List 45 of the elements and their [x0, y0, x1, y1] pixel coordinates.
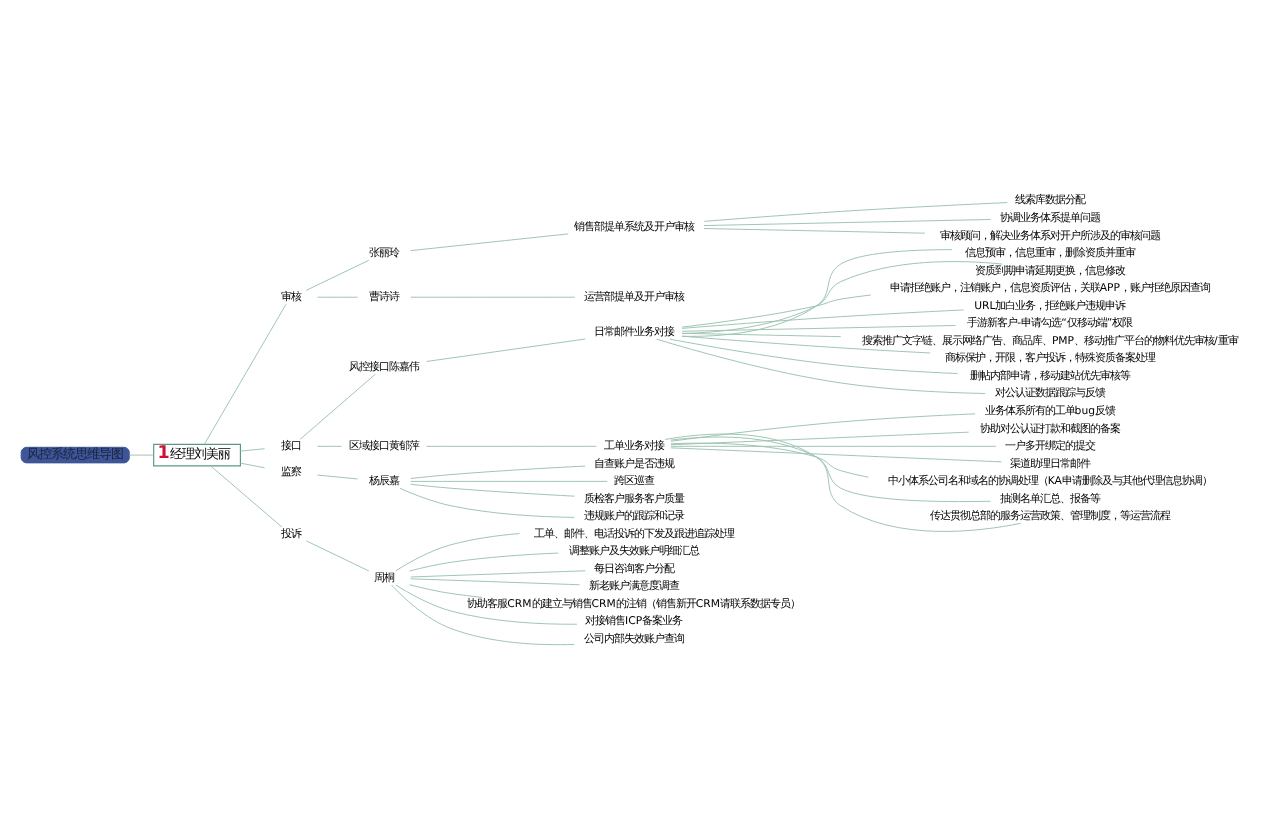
connector [410, 233, 569, 252]
connector [670, 413, 976, 442]
connector [703, 228, 926, 234]
connector [410, 465, 586, 479]
connector [410, 480, 608, 482]
connector [670, 431, 970, 446]
connector [703, 202, 1008, 222]
connector [316, 474, 359, 480]
connector [703, 219, 992, 227]
connector [210, 465, 283, 528]
connector [664, 433, 1022, 532]
connector [681, 332, 842, 338]
connector [316, 296, 359, 298]
connector [410, 483, 575, 497]
connector [426, 445, 597, 447]
connector [681, 294, 872, 328]
connector [316, 445, 343, 447]
connector [670, 445, 997, 447]
connector [681, 261, 1003, 334]
connector [410, 296, 576, 298]
connector [391, 584, 575, 646]
connector [395, 584, 578, 625]
connector [299, 373, 376, 440]
connector [240, 462, 266, 469]
connector [670, 442, 869, 478]
connector [409, 584, 483, 598]
connector [681, 335, 931, 354]
connector [305, 259, 370, 291]
connector [681, 325, 956, 332]
connector [240, 448, 266, 452]
connector [669, 338, 958, 375]
connector [656, 338, 986, 394]
connector [305, 540, 370, 572]
connector [129, 454, 154, 456]
connector [681, 309, 964, 329]
connector [399, 487, 575, 518]
connector [409, 552, 559, 572]
connector [426, 338, 586, 362]
connector [410, 570, 586, 578]
connector [395, 533, 521, 572]
connector [410, 578, 581, 586]
connector [670, 436, 992, 503]
connector [681, 249, 953, 337]
connector [203, 303, 287, 445]
connector [670, 447, 1002, 463]
